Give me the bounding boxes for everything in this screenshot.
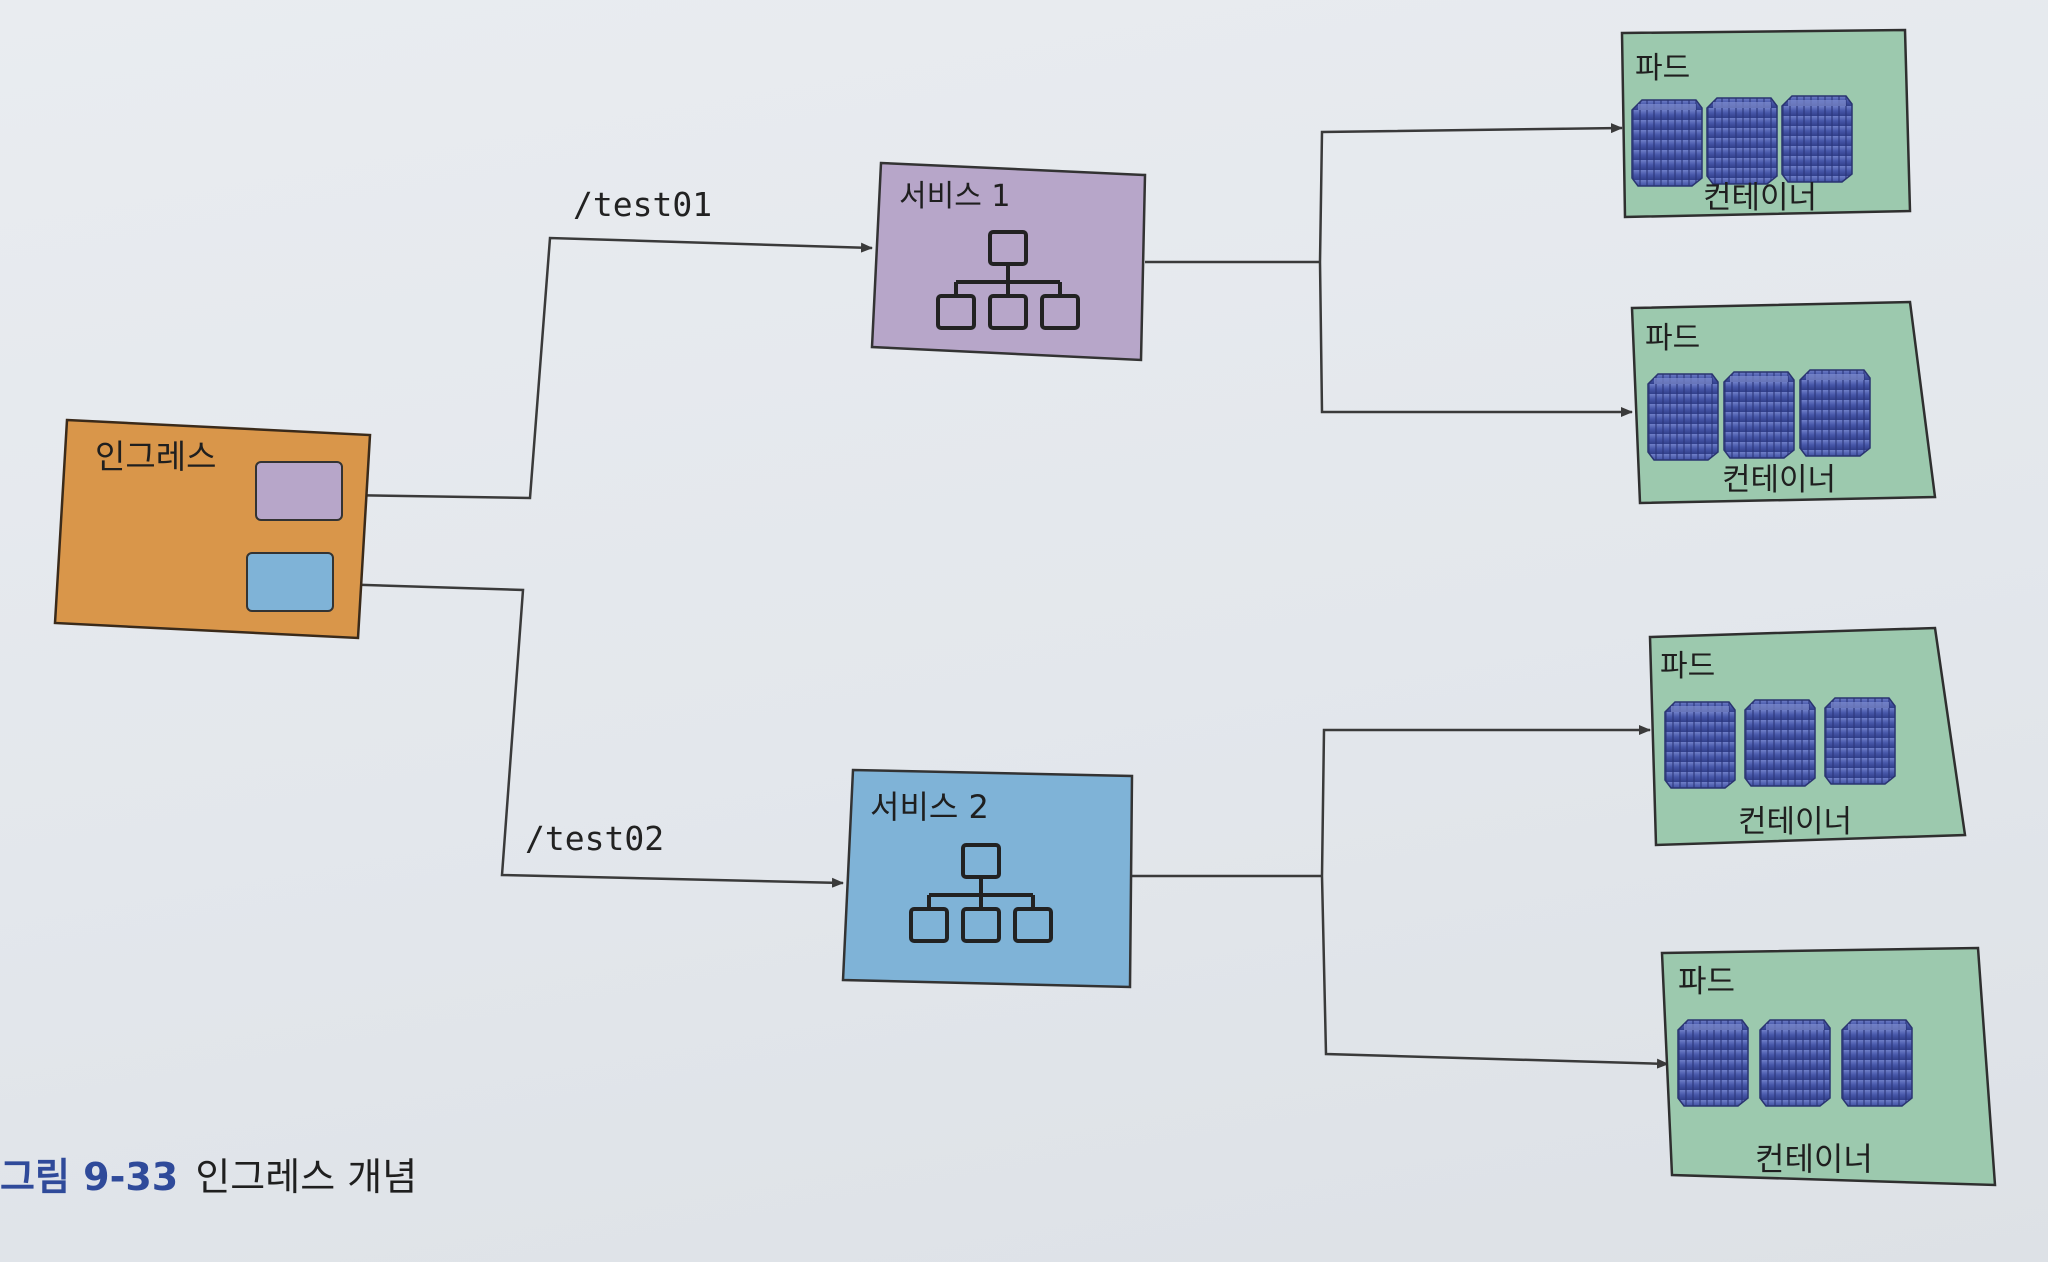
container-label: 컨테이너 [1722,462,1836,498]
container-icon [1664,697,1896,789]
route-test02-line [334,582,844,888]
pod-2-box: 파드 컨테이너 [1630,300,1937,505]
pod-label: 파드 [1678,964,1735,1000]
ingress-box: 인그레스 [53,418,372,640]
service-1-label: 서비스 1 [899,179,1010,214]
container-icon [1647,369,1871,461]
pod-4-box: 파드 컨테이너 [1660,946,1997,1187]
ingress-route-slot-2 [246,552,334,612]
container-icon [1631,95,1853,187]
svc1-to-pod1 [1318,123,1623,263]
pod-3-box: 파드 컨테이너 [1648,626,1967,847]
figure-title: 인그레스 개념 [195,1155,417,1199]
ingress-label: 인그레스 [95,437,216,476]
svc2-to-pod4 [1320,875,1669,1069]
svc1-to-pod2 [1318,261,1633,417]
container-label: 컨테이너 [1738,804,1852,840]
route-test01-line [342,236,873,500]
container-icon [1677,1019,1913,1107]
service-2-label: 서비스 2 [870,788,989,826]
figure-number: 그림 9-33 [0,1155,178,1199]
svc2-to-pod3 [1320,725,1651,877]
route-test01-label: /test01 [573,185,712,224]
pod-1-box: 파드 컨테이너 [1620,28,1912,219]
pod-label: 파드 [1645,321,1700,356]
container-label: 컨테이너 [1755,1140,1873,1178]
service-2-box: 서비스 2 [841,768,1134,989]
ingress-route-slot-1 [255,461,343,521]
pod-label: 파드 [1635,51,1690,86]
service-1-box: 서비스 1 [870,161,1147,362]
route-test02-label: /test02 [525,819,664,858]
container-label: 컨테이너 [1703,180,1817,216]
pod-label: 파드 [1660,649,1715,684]
connectors [334,123,1669,1069]
figure-caption: 그림 9-33 인그레스 개념 [0,1155,417,1199]
